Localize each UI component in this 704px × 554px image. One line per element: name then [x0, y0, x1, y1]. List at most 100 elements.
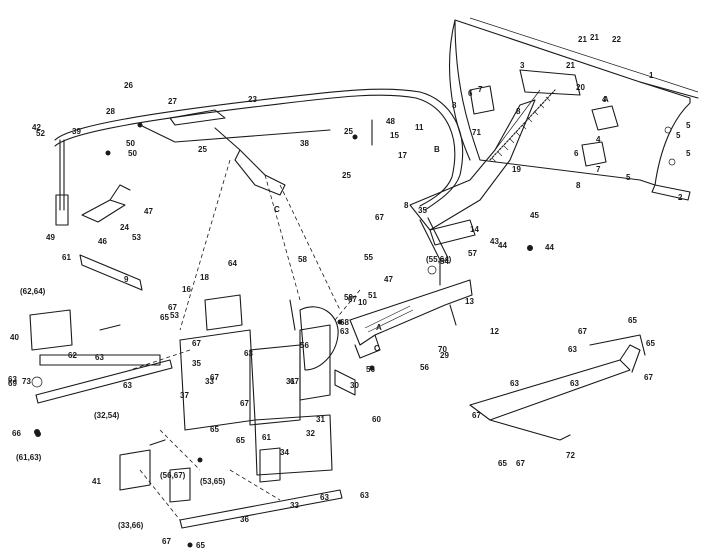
part-label: 51: [368, 291, 377, 300]
part-label: 14: [470, 225, 479, 234]
part-label: 47: [384, 275, 393, 284]
part-label: 46: [98, 237, 107, 246]
part-label: 4: [596, 135, 601, 144]
part-label: 63: [570, 379, 579, 388]
part-label: 31: [286, 377, 295, 386]
part-label: 63: [95, 353, 104, 362]
part-label: 63: [510, 379, 519, 388]
part-label: (56,67): [160, 471, 186, 480]
part-label: 43: [490, 237, 499, 246]
part-label: 67: [375, 213, 384, 222]
part-label: 56: [300, 341, 309, 350]
part-label: 5: [686, 121, 691, 130]
part-label: 41: [92, 477, 101, 486]
part-label: (53,65): [200, 477, 226, 486]
part-label: 8: [452, 101, 457, 110]
part-label: 67: [162, 537, 171, 546]
part-label: 67: [290, 377, 299, 386]
part-label: 73: [22, 377, 31, 386]
part-label: 6: [574, 149, 579, 158]
plow-frame: [409, 69, 581, 246]
part-label: 8: [516, 107, 521, 116]
part-label: 67: [240, 399, 249, 408]
hardware: [35, 119, 533, 548]
part-label: 21: [590, 33, 599, 42]
part-label: C: [374, 344, 380, 353]
part-label: 65: [210, 425, 219, 434]
part-label: 32: [306, 429, 315, 438]
part-label: 39: [72, 127, 81, 136]
part-label: 67: [192, 339, 201, 348]
pivot-assembly: [299, 217, 473, 401]
part-label: 61: [62, 253, 71, 262]
part-label: 65: [196, 541, 205, 550]
part-label: 10: [358, 298, 367, 307]
part-label: 67: [578, 327, 587, 336]
part-label: 7: [596, 165, 601, 174]
part-label: 25: [342, 171, 351, 180]
repeated-callouts: 63 63 67 67 67 67 67 67 67 67 67 67 67 6…: [95, 33, 691, 550]
part-label: 13: [465, 297, 474, 306]
part-label: (61,63): [16, 453, 42, 462]
part-label: 63: [8, 375, 17, 384]
part-label: 34: [280, 448, 289, 457]
part-label: 65: [236, 436, 245, 445]
part-label: 68: [340, 318, 349, 327]
part-label: 58: [298, 255, 307, 264]
part-label: 8: [404, 201, 409, 210]
part-label: 52: [36, 129, 45, 138]
part-label: 45: [530, 211, 539, 220]
part-label: 19: [512, 165, 521, 174]
part-label: (32,54): [94, 411, 120, 420]
part-label: 2: [678, 193, 683, 202]
part-label: 42: [32, 123, 41, 132]
part-label: 47: [144, 207, 153, 216]
part-label: 63: [320, 493, 329, 502]
part-label: 5: [676, 131, 681, 140]
part-label: C: [274, 205, 280, 214]
part-label: 50: [126, 139, 135, 148]
part-label: 55: [364, 253, 373, 262]
part-label: 65: [628, 316, 637, 325]
part-label: 1: [649, 71, 654, 80]
part-label: 33: [290, 501, 299, 510]
part-label: 66: [12, 429, 21, 438]
part-label: 12: [490, 327, 499, 336]
part-label: 27: [168, 97, 177, 106]
part-label: 3: [520, 61, 525, 70]
part-label: 11: [415, 123, 424, 132]
part-label: 65: [160, 313, 169, 322]
part-label: A: [376, 323, 382, 332]
part-label: 63: [568, 345, 577, 354]
part-label: 26: [124, 81, 133, 90]
part-label: 38: [300, 139, 309, 148]
alignment-lines: [129, 159, 361, 521]
part-label: 16: [182, 285, 191, 294]
part-label: (33,66): [118, 521, 144, 530]
part-label: 59: [344, 293, 353, 302]
part-label: 70: [438, 345, 447, 354]
part-label: 35: [192, 359, 201, 368]
part-label: 48: [386, 117, 395, 126]
part-label: 6: [468, 89, 473, 98]
part-label: 63: [123, 381, 132, 390]
part-label: 21: [578, 35, 587, 44]
part-label: 23: [248, 95, 257, 104]
part-label: (62,64): [20, 287, 46, 296]
part-label: 35: [418, 206, 427, 215]
part-label: 61: [262, 433, 271, 442]
part-label: 44: [545, 243, 554, 252]
part-label: 18: [200, 273, 209, 282]
part-label: 67: [516, 459, 525, 468]
part-label: B: [434, 145, 440, 154]
part-label: 67: [168, 303, 177, 312]
mounting-frame: [29, 254, 343, 529]
part-label: 40: [10, 333, 19, 342]
part-label: 63: [360, 491, 369, 500]
part-label: 22: [612, 35, 621, 44]
part-label: 15: [390, 131, 399, 140]
plow-blade: [449, 17, 699, 201]
part-label: 67: [348, 295, 357, 304]
part-label: 50: [128, 149, 137, 158]
part-label: 53: [132, 233, 141, 242]
